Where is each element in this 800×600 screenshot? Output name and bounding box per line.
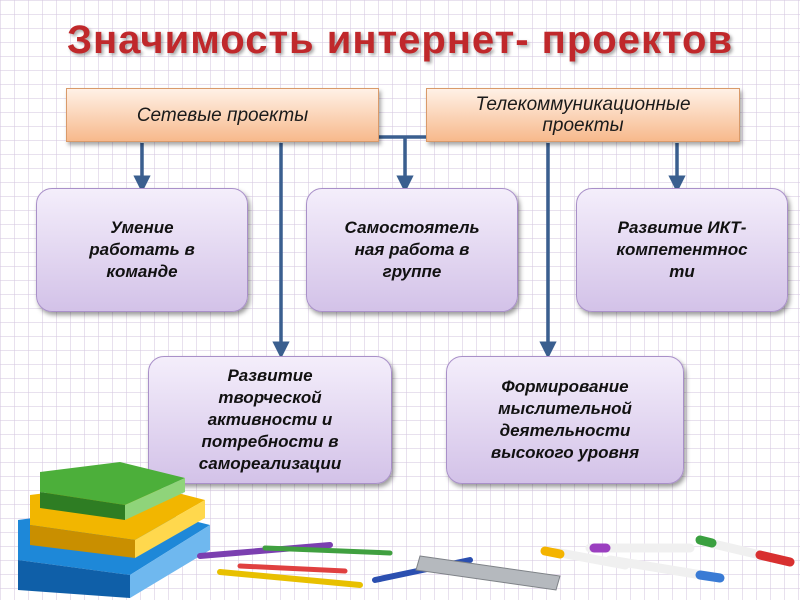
teamwork-card: Умение работать в команде: [36, 188, 248, 312]
group-work-card: Самостоятель ная работа в группе: [306, 188, 518, 312]
teamwork-label: Умение работать в команде: [89, 218, 195, 281]
network-projects-label: Сетевые проекты: [136, 104, 309, 126]
markers-illustration: [540, 535, 795, 583]
network-projects-box: Сетевые проекты: [66, 88, 379, 142]
ict-card: Развитие ИКТ- компетентнос ти: [576, 188, 788, 312]
group-work-label: Самостоятель ная работа в группе: [344, 218, 480, 281]
telecom-projects-box: Телекоммуникационные проекты: [426, 88, 740, 142]
thinking-label: Формирование мыслительной деятельности в…: [490, 377, 640, 462]
thinking-card: Формирование мыслительной деятельности в…: [446, 356, 684, 484]
creativity-card: Развитие творческой активности и потребн…: [148, 356, 392, 484]
page-title: Значимость интернет- проектов: [66, 18, 734, 62]
ruler-illustration: [415, 555, 561, 591]
books-illustration: [18, 462, 210, 598]
telecom-projects-label: Телекоммуникационные проекты: [475, 94, 691, 136]
creativity-label: Развитие творческой активности и потребн…: [198, 366, 342, 473]
ict-label: Развитие ИКТ- компетентнос ти: [616, 218, 748, 281]
